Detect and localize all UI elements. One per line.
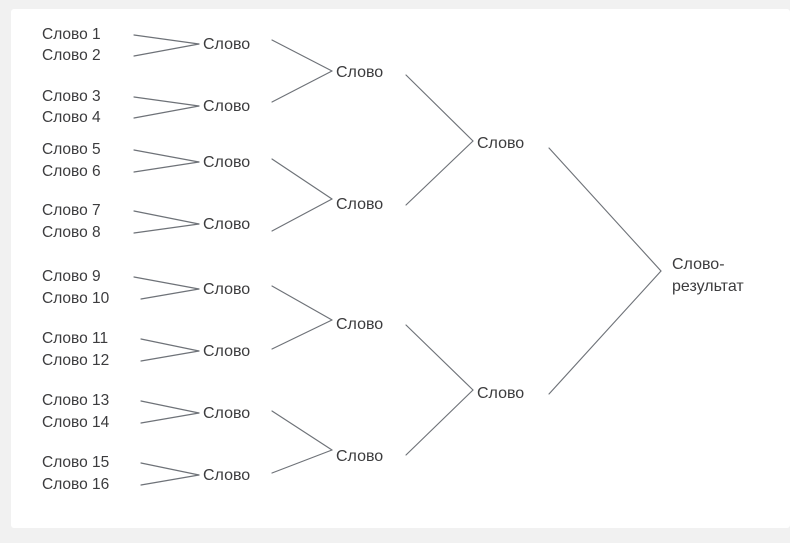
round2-labels: Слово Слово Слово Слово Слово Слово Слов…	[203, 36, 250, 484]
connector-leaf-9	[133, 276, 200, 290]
connector-r4-1	[548, 147, 662, 272]
connectors-round2-to-round3	[271, 39, 333, 474]
connector-leaf-1	[133, 34, 200, 45]
final-result-label: Слово- результат	[672, 256, 744, 295]
leaf-label: Слово 2	[42, 47, 101, 64]
round3-node-label: Слово	[336, 196, 383, 213]
leaf-label: Слово 8	[42, 224, 101, 241]
round1-leaf-labels: Слово 1 Слово 2 Слово 3 Слово 4 Слово 5 …	[42, 26, 110, 493]
connector-r2-4	[271, 198, 333, 232]
round2-node-label: Слово	[203, 36, 250, 53]
leaf-label: Слово 4	[42, 109, 101, 126]
bracket-diagram: Слово 1 Слово 2 Слово 3 Слово 4 Слово 5 …	[42, 26, 744, 493]
diagram-card: Слово 1 Слово 2 Слово 3 Слово 4 Слово 5 …	[11, 9, 790, 528]
round4-labels: Слово Слово	[477, 135, 524, 402]
connector-r3-4	[405, 389, 474, 456]
round4-node-label: Слово	[477, 135, 524, 152]
connector-r4-2	[548, 270, 662, 395]
connectors-round4-to-final	[548, 147, 662, 395]
connector-leaf-3	[133, 96, 200, 107]
round2-node-label: Слово	[203, 405, 250, 422]
leaf-label: Слово 6	[42, 163, 101, 180]
connector-leaf-15	[140, 462, 200, 476]
round4-node-label: Слово	[477, 385, 524, 402]
connector-leaf-16	[140, 474, 200, 486]
leaf-label: Слово 16	[42, 476, 109, 493]
connector-leaf-13	[140, 400, 200, 414]
leaf-label: Слово 9	[42, 268, 101, 285]
round3-node-label: Слово	[336, 316, 383, 333]
connector-r2-5	[271, 285, 333, 321]
leaf-label: Слово 3	[42, 88, 101, 105]
connector-leaf-5	[133, 149, 200, 163]
connector-r3-2	[405, 140, 474, 206]
round2-node-label: Слово	[203, 467, 250, 484]
round2-node-label: Слово	[203, 154, 250, 171]
final-result-line-2: результат	[672, 278, 744, 295]
connector-leaf-2	[133, 43, 200, 57]
connector-r2-8	[271, 449, 333, 474]
leaf-label: Слово 12	[42, 352, 109, 369]
round3-node-label: Слово	[336, 64, 383, 81]
connector-leaf-8	[133, 223, 200, 234]
leaf-label: Слово 15	[42, 454, 109, 471]
connector-leaf-7	[133, 210, 200, 225]
connectors-round3-to-round4	[405, 74, 474, 456]
round2-node-label: Слово	[203, 216, 250, 233]
leaf-label: Слово 7	[42, 202, 101, 219]
final-result-line-1: Слово-	[672, 256, 725, 273]
connector-leaf-14	[140, 412, 200, 424]
connector-r2-2	[271, 70, 333, 103]
connector-leaf-12	[140, 350, 200, 362]
connector-leaf-6	[133, 161, 200, 173]
connector-r2-7	[271, 410, 333, 451]
connector-r2-1	[271, 39, 333, 72]
connector-leaf-4	[133, 105, 200, 119]
leaf-label: Слово 11	[42, 330, 108, 347]
round2-node-label: Слово	[203, 281, 250, 298]
leaf-label: Слово 5	[42, 141, 101, 158]
connector-leaf-10	[140, 288, 200, 300]
round3-labels: Слово Слово Слово Слово	[336, 64, 383, 465]
leaf-label: Слово 14	[42, 414, 110, 431]
round2-node-label: Слово	[203, 98, 250, 115]
connector-r3-3	[405, 324, 474, 391]
leaf-label: Слово 13	[42, 392, 109, 409]
connector-r3-1	[405, 74, 474, 142]
connector-r2-3	[271, 158, 333, 200]
connectors-leaves-to-round2	[133, 34, 200, 486]
leaf-label: Слово 10	[42, 290, 110, 307]
connector-leaf-11	[140, 338, 200, 352]
round2-node-label: Слово	[203, 343, 250, 360]
leaf-label: Слово 1	[42, 26, 101, 43]
round3-node-label: Слово	[336, 448, 383, 465]
connector-r2-6	[271, 319, 333, 350]
